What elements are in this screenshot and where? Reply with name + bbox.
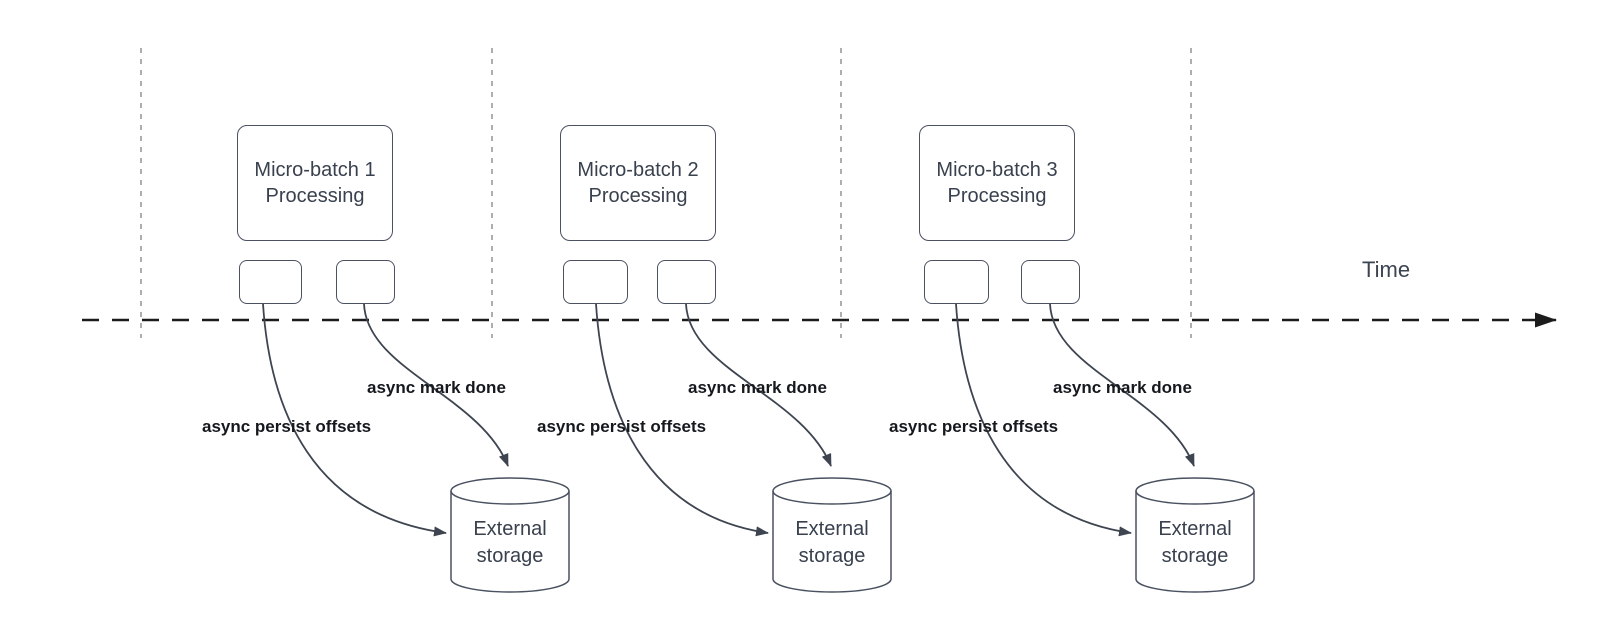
mark-done-label-2: async mark done <box>688 378 827 397</box>
mark-done-arrow-2 <box>685 303 832 467</box>
persist-offsets-arrow-2 <box>595 303 769 537</box>
mark-done-arrow-1 <box>363 303 509 467</box>
external-storage-label-2: External storage <box>795 518 869 567</box>
mark-done-task-box-2 <box>657 260 716 304</box>
persist-task-box-3 <box>924 260 989 304</box>
external-storage-cylinder-1 <box>450 477 570 593</box>
micro-batch-1-processing-box: Micro-batch 1 Processing <box>237 125 393 241</box>
micro-batch-3-processing-box: Micro-batch 3 Processing <box>919 125 1075 241</box>
persist-offsets-arrow-1 <box>262 303 447 537</box>
mark-done-label-1: async mark done <box>367 378 506 397</box>
external-storage-cylinder-3 <box>1135 477 1255 593</box>
persist-task-box-1 <box>239 260 302 304</box>
persist-offsets-label-2: async persist offsets <box>537 417 707 436</box>
external-storage-label-3: External storage <box>1158 518 1232 567</box>
persist-offsets-arrow-3 <box>955 303 1132 537</box>
persist-offsets-label-1: async persist offsets <box>202 417 372 436</box>
mark-done-task-box-3 <box>1021 260 1080 304</box>
time-axis-label: Time <box>1362 257 1411 282</box>
persist-offsets-label-3: async persist offsets <box>889 417 1059 436</box>
mark-done-label-3: async mark done <box>1053 378 1192 397</box>
micro-batch-2-processing-box: Micro-batch 2 Processing <box>560 125 716 241</box>
external-storage-label-1: External storage <box>473 518 547 567</box>
persist-task-box-2 <box>563 260 628 304</box>
mark-done-task-box-1 <box>336 260 395 304</box>
external-storage-cylinder-2 <box>772 477 892 593</box>
mark-done-arrow-3 <box>1049 303 1195 467</box>
